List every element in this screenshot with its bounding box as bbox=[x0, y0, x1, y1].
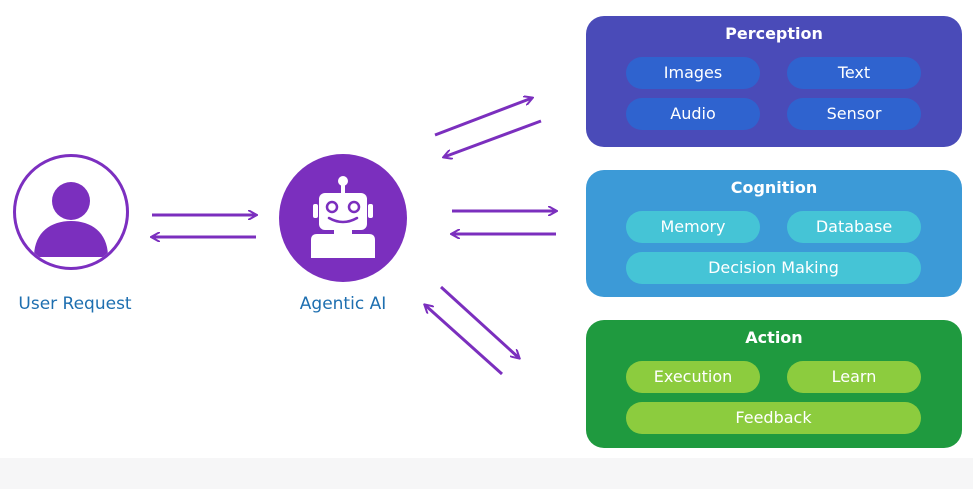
robot-icon bbox=[311, 176, 375, 258]
action-title: Action bbox=[745, 328, 803, 347]
perception-item-audio: Audio bbox=[626, 98, 760, 130]
agent-avatar bbox=[279, 154, 407, 282]
action-item-learn: Learn bbox=[787, 361, 921, 393]
user-silhouette-icon bbox=[34, 182, 108, 257]
perception-item-text: Text bbox=[787, 57, 921, 89]
cognition-title: Cognition bbox=[730, 178, 818, 197]
arrow-perception-to-agent bbox=[444, 119, 542, 157]
bottom-strip bbox=[0, 458, 973, 489]
user-avatar bbox=[13, 154, 129, 270]
user-request-label: User Request bbox=[18, 294, 132, 314]
agentic-ai-label: Agentic AI bbox=[299, 294, 387, 314]
action-item-feedback: Feedback bbox=[626, 402, 921, 434]
arrow-action-to-agent bbox=[425, 305, 504, 376]
perception-card: Perception Images Text Audio Sensor bbox=[586, 16, 962, 147]
cognition-item-decision-making: Decision Making bbox=[626, 252, 921, 284]
arrow-agent-to-action bbox=[439, 285, 519, 358]
perception-title: Perception bbox=[725, 24, 823, 43]
cognition-item-memory: Memory bbox=[626, 211, 760, 243]
arrow-agent-to-perception bbox=[434, 98, 532, 137]
perception-item-sensor: Sensor bbox=[787, 98, 921, 130]
action-item-execution: Execution bbox=[626, 361, 760, 393]
perception-item-images: Images bbox=[626, 57, 760, 89]
cognition-card: Cognition Memory Database Decision Makin… bbox=[586, 170, 962, 297]
action-card: Action Execution Learn Feedback bbox=[586, 320, 962, 448]
cognition-item-database: Database bbox=[787, 211, 921, 243]
